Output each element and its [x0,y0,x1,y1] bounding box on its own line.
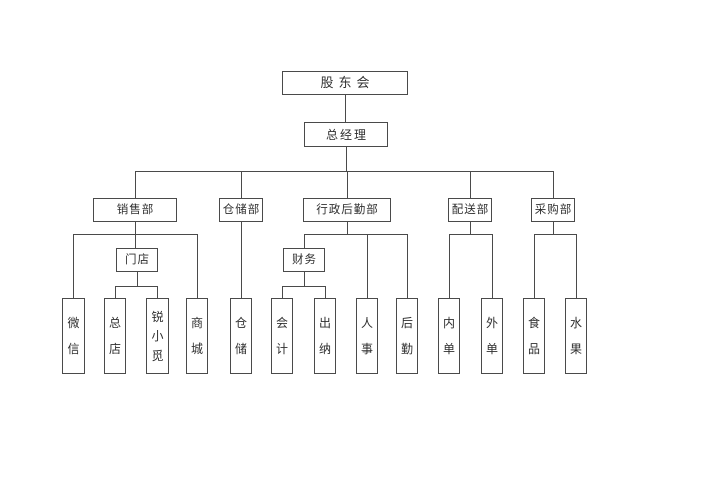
node-purchasing-dept: 采购部 [531,198,575,222]
connector-line [346,147,347,171]
node-internal-orders: 内单 [438,298,460,374]
connector-line [157,286,158,298]
node-sales-dept: 销售部 [93,198,177,222]
connector-line [553,222,554,234]
node-delivery-dept: 配送部 [448,198,492,222]
connector-line [576,234,577,298]
connector-line [407,234,408,298]
connector-line [449,234,450,298]
node-food: 食品 [523,298,545,374]
node-accounting: 会计 [271,298,293,374]
node-general-manager: 总经理 [304,122,388,147]
node-warehouse-dept: 仓储部 [219,198,263,222]
connector-line [325,286,326,298]
node-external-orders: 外单 [481,298,503,374]
connector-line [197,234,198,298]
node-finance: 财务 [283,248,325,272]
node-shareholders-meeting: 股东会 [282,71,408,95]
connector-line [347,171,348,198]
connector-line [449,234,492,235]
connector-line [345,95,346,122]
connector-line [304,234,407,235]
connector-line [470,171,471,198]
connector-line [367,234,368,298]
connector-line [282,286,283,298]
node-logistics: 后勤 [396,298,418,374]
connector-line [470,222,471,234]
connector-line [492,234,493,298]
connector-line [304,272,305,286]
connector-line [534,234,535,298]
node-fruit: 水果 [565,298,587,374]
node-wechat: 微信 [62,298,85,374]
connector-line [241,222,242,298]
node-admin-logistics-dept: 行政后勤部 [303,198,391,222]
connector-line [73,234,198,235]
connector-line [347,222,348,234]
connector-line [135,171,553,172]
connector-line [115,286,157,287]
connector-line [73,234,74,298]
node-rui-xiao-mi: 锐小觅 [146,298,169,374]
node-hr: 人事 [356,298,378,374]
connector-line [137,272,138,286]
node-cashier: 出纳 [314,298,336,374]
connector-line [534,234,576,235]
connector-line [304,234,305,248]
node-warehouse: 仓储 [230,298,252,374]
connector-line [553,171,554,198]
connector-line [241,171,242,198]
node-mall: 商城 [186,298,208,374]
node-main-store: 总店 [104,298,126,374]
connector-line [282,286,325,287]
connector-line [115,286,116,298]
node-store: 门店 [116,248,158,272]
connector-line [135,222,136,248]
connector-line [135,171,136,198]
